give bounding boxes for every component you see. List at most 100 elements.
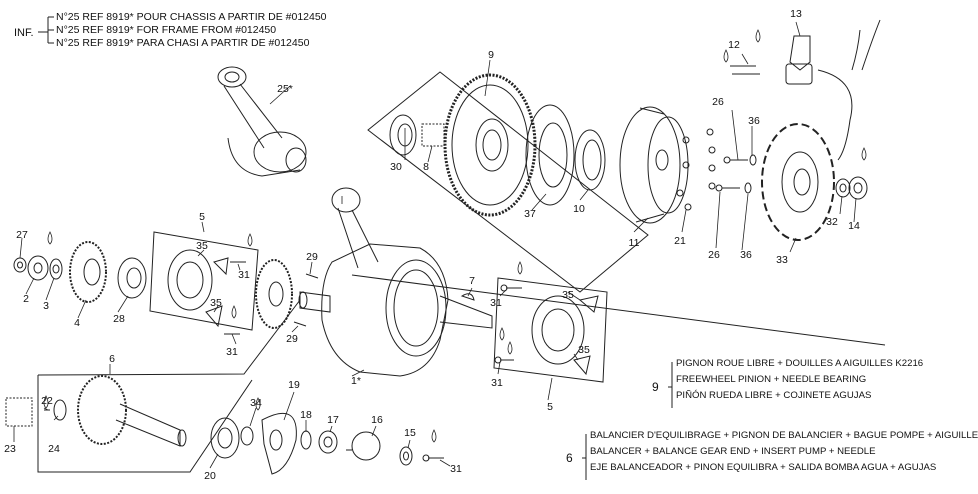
callout-21: 21 (674, 235, 686, 247)
callout-35-right-upper: 35 (562, 289, 574, 301)
gear-group-frame (367, 71, 649, 293)
legend-6-number: 6 (566, 451, 573, 465)
crank-axis-line (351, 274, 886, 346)
bolts-21 (676, 128, 716, 211)
callout-26-lower: 26 (708, 249, 720, 261)
callout-23: 23 (4, 443, 16, 455)
callout-19: 19 (288, 379, 300, 391)
washer-24 (53, 399, 67, 421)
callout-4: 4 (74, 317, 80, 329)
callout-29-lower: 29 (286, 333, 298, 345)
screw-31-right (500, 284, 522, 292)
retainer-35-right-lower (573, 355, 591, 376)
connecting-rod-25 (217, 66, 307, 177)
note-line-en: N°25 REF 8919* FOR FRAME FROM #012450 (56, 24, 277, 36)
callout-32: 32 (826, 216, 838, 228)
balancer-group-frame-bottom (37, 375, 253, 473)
balancer-gear (255, 259, 293, 329)
legend-6-line-en: BALANCER + BALANCE GEAR END + INSERT PUM… (590, 446, 876, 457)
note-line-es: N°25 REF 8919* PARA CHASI A PARTIR DE #0… (56, 37, 310, 49)
retainer-35-right-upper (578, 295, 599, 313)
washer-32 (835, 178, 851, 198)
callout-14: 14 (848, 220, 860, 232)
legend-9-number: 9 (652, 380, 659, 394)
legend-6-line-fr: BALANCIER D'EQUILIBRAGE + PIGNON DE BALA… (590, 430, 978, 441)
exploded-parts-diagram: INF. N°25 REF 8919* POUR CHASSIS A PARTI… (4, 8, 978, 482)
key-7 (460, 293, 475, 301)
callout-35-left-upper: 35 (196, 240, 208, 252)
inf-label: INF. (14, 27, 34, 39)
callout-31-left-lower: 31 (226, 346, 238, 358)
balancer-shaft-6 (77, 375, 187, 447)
stator-33 (761, 123, 835, 241)
washer-18 (300, 430, 312, 450)
callout-6: 6 (109, 353, 115, 365)
callout-1: 1* (351, 375, 361, 387)
callout-35-right-lower: 35 (578, 344, 590, 356)
flywheel-11 (619, 106, 689, 224)
callout-9: 9 (488, 49, 494, 61)
callout-22: 22 (41, 395, 53, 407)
pinion-4 (69, 241, 107, 303)
oil-drop-icons (43, 29, 867, 443)
callout-29-upper: 29 (306, 251, 318, 263)
callout-20: 20 (204, 470, 216, 482)
callout-25: 25* (277, 83, 293, 95)
screw-31-lower-right (494, 356, 514, 364)
callout-37: 37 (524, 208, 536, 220)
callout-10: 10 (573, 203, 585, 215)
bearing-group-frame-right (493, 277, 608, 383)
bearing-28 (117, 257, 147, 299)
screw-29-upper (305, 273, 319, 279)
bearing-5-right (531, 295, 585, 365)
washer-36-upper (749, 154, 757, 166)
callout-5-right: 5 (547, 401, 553, 413)
part-callouts: 1* 2 3 4 5 5 6 7 8 9 10 11 12 13 14 15 1… (4, 8, 860, 482)
bearing-5-left (167, 249, 213, 311)
legend-9-line-es: PIÑÓN RUEDA LIBRE + COJINETE AGUJAS (676, 390, 872, 401)
washer-27 (13, 257, 27, 273)
header-bracket (38, 16, 54, 44)
screw-29-lower (293, 321, 307, 327)
callout-35-left-lower: 35 (210, 297, 222, 309)
screw-31-bottom (422, 454, 444, 462)
washer-3 (49, 258, 63, 280)
balancer-weight-19 (261, 412, 297, 475)
callout-36-upper: 36 (748, 115, 760, 127)
note-line-fr: N°25 REF 8919* POUR CHASSIS A PARTIR DE … (56, 11, 327, 23)
callout-31-bottom: 31 (450, 463, 462, 475)
callout-24: 24 (48, 443, 60, 455)
legend-9-line-en: FREEWHEEL PINION + NEEDLE BEARING (676, 374, 867, 385)
callout-26-upper: 26 (712, 96, 724, 108)
callout-15: 15 (404, 427, 416, 439)
needle-bearing-8 (421, 123, 445, 147)
ring-34 (240, 426, 254, 446)
callout-31-left-upper: 31 (238, 269, 250, 281)
crankshaft-1 (298, 187, 493, 377)
pump-drive-16 (346, 431, 381, 461)
callout-3: 3 (43, 300, 49, 312)
callout-34: 34 (250, 397, 262, 409)
callout-2: 2 (23, 293, 29, 305)
wiring-harness (817, 19, 881, 161)
ring-10 (574, 129, 606, 191)
nut-17 (318, 430, 338, 454)
legend-9-bracket (668, 362, 673, 408)
bearing-20 (210, 417, 240, 459)
bearing-30 (389, 114, 417, 156)
pickup-12 (730, 63, 813, 85)
callout-13: 13 (790, 8, 802, 20)
freewheel-housing-37 (525, 104, 575, 206)
nut-14 (848, 176, 868, 200)
needle-bearing-23 (5, 397, 33, 427)
leader-lines (13, 21, 857, 469)
retainer-35-left-upper (213, 257, 229, 276)
legend-9-line-fr: PIGNON ROUE LIBRE + DOUILLES A AIGUILLES… (676, 358, 924, 369)
freewheel-gear-9 (443, 73, 537, 217)
callout-5-left: 5 (199, 211, 205, 223)
callout-27: 27 (16, 229, 28, 241)
callout-17: 17 (327, 414, 339, 426)
callout-7: 7 (469, 275, 475, 287)
callout-8: 8 (423, 161, 429, 173)
legend-6-bracket (582, 434, 587, 480)
